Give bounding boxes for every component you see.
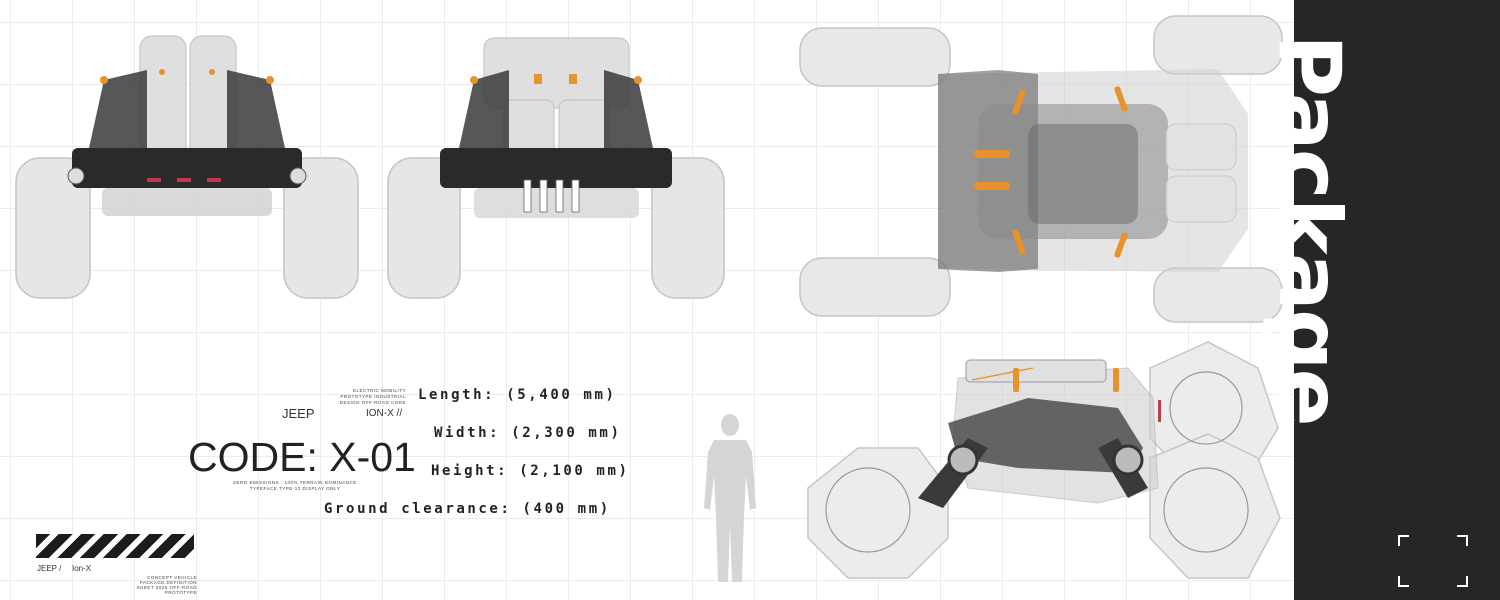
top-view-vehicle-icon <box>799 15 1283 323</box>
footer-model: Ion-X <box>72 564 92 573</box>
spec-length: Length: (5,400 mm) <box>418 387 617 403</box>
spec-width: Width: (2,300 mm) <box>434 425 622 441</box>
corner-bracket-bottom-right-icon <box>1457 576 1468 587</box>
side-panel <box>1294 0 1500 600</box>
code-title: CODE: X-01 <box>188 434 416 480</box>
sub-caption: ZERO EMISSIONS · 100% TERRAIN DOMINANCE … <box>233 480 357 491</box>
corner-bracket-top-left-icon <box>1398 535 1409 546</box>
corner-bracket-bottom-left-icon <box>1398 576 1409 587</box>
rear-view-vehicle-icon <box>387 37 725 299</box>
brand-name: JEEP <box>282 406 315 421</box>
corner-bracket-top-right-icon <box>1457 535 1468 546</box>
footer-brand: JEEP / <box>37 564 62 573</box>
front-view-vehicle-icon <box>15 35 359 299</box>
spec-ground-clearance: Ground clearance: (400 mm) <box>324 501 611 517</box>
top-caption: ELECTRIC MOBILITY PROTOTYPE INDUSTRIAL D… <box>339 388 406 405</box>
human-silhouette-icon <box>704 414 756 582</box>
model-name: ION-X // <box>366 408 403 419</box>
footer-caption: CONCEPT VEHICLE PACKAGE DEFINITION SHEET… <box>136 575 197 595</box>
side-title: Package <box>1259 34 1359 425</box>
spec-height: Height: (2,100 mm) <box>431 463 630 479</box>
hazard-stripes-icon <box>36 534 194 558</box>
side-view-vehicle-icon <box>807 341 1281 579</box>
